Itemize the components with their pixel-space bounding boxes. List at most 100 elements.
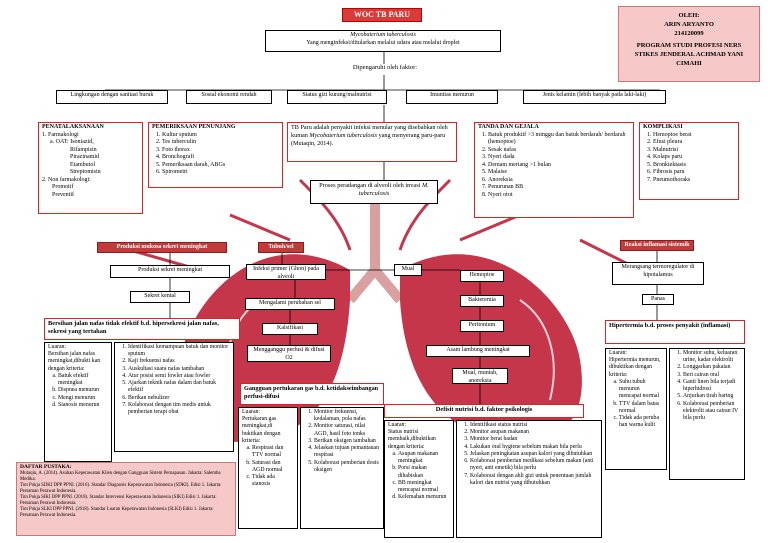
tanda-title: TANDA DAN GEJALA bbox=[478, 124, 539, 130]
dx4-interv-3: Beri cairan oral bbox=[683, 372, 741, 379]
komplikasi-item-4: Kolaps paru bbox=[653, 154, 735, 162]
non-item-2: Preventif bbox=[52, 191, 74, 198]
dx1-interv-1: Identifikasi kemampuan batuk dan monitor… bbox=[128, 344, 230, 358]
dx1-luaran-item-3: Mengi menurun bbox=[58, 395, 108, 402]
dx1-luaran-item-1: Batuk efektif meningkat bbox=[58, 373, 108, 387]
info-oleh: OLEH: bbox=[678, 12, 700, 19]
dx3-interv-7: Kolaborasi dengan ahli gizi untuk penent… bbox=[470, 473, 598, 487]
tanda-item-2: Sesak nafas bbox=[488, 147, 630, 155]
dx4-interv-4: Ganti linen bila terjadi hiperhidrosi bbox=[683, 379, 741, 393]
factor-4: Imunitas menurun bbox=[406, 90, 498, 104]
factor-1: Lingkungan dengan sanitasi buruk bbox=[56, 90, 168, 104]
oat-item-5: Streptomisin bbox=[70, 169, 101, 175]
dx3-luaran-item-4: Kelemahan menurun bbox=[398, 494, 450, 501]
flow-mid-2: Hemoptoe bbox=[460, 270, 504, 282]
dx2-luaran-item-3: Tidak ada sianosis bbox=[252, 474, 294, 488]
info-name: ARIN ARYANTO bbox=[664, 21, 714, 29]
oat-item-2: Rifampisin bbox=[70, 146, 97, 153]
info-program: PROGRAM STUDI PROFESI NERS bbox=[636, 42, 742, 50]
dx4-luaran-title: Luaran: bbox=[609, 350, 628, 356]
komplikasi-item-1: Hemoptoe berat bbox=[653, 132, 735, 140]
dx2-title: Gangguan pertukaran gas b.d. ketidakseim… bbox=[240, 383, 384, 405]
pemeriksaan-title: PEMERIKSAAN PENUNJANG bbox=[152, 124, 236, 130]
komplikasi-item-5: Bronkiektasis bbox=[653, 162, 735, 170]
process-box: Proses peradangan di alveoli oleh invasi… bbox=[310, 180, 438, 204]
info-city: CIMAHI bbox=[676, 60, 702, 68]
dx1-interv-7: Kolaborasi dengan tim medis untuk pember… bbox=[128, 402, 230, 416]
tanda-gejala-box: TANDA DAN GEJALA Batuk produktif >3 ming… bbox=[474, 122, 634, 218]
komplikasi-item-6: Fibrosis paru bbox=[653, 169, 735, 177]
dx3-luaran-box: Luaran: Status nutrisi membaik,dibuktika… bbox=[384, 420, 454, 538]
dx2-luaran-item-1: Respirasi dan TTV normal bbox=[252, 445, 294, 459]
komplikasi-item-7: Pneumothoraks bbox=[653, 177, 735, 185]
dx4-intervensi-box: Monitor suhu, keluaran urine, kadar elek… bbox=[669, 348, 745, 480]
dx2-luaran-item-2: Saturasi dan AGD normal bbox=[252, 460, 294, 474]
factor-5: Jenis kelamin (lebih banyak pada laki-la… bbox=[523, 90, 666, 104]
komplikasi-item-2: Efusi pleura bbox=[653, 139, 735, 147]
dx4-title: Hipertermia b.d. proses penyakit (inflam… bbox=[605, 320, 745, 344]
factor-2: Sosial ekonomi rendah bbox=[186, 90, 272, 104]
info-nim: 214120099 bbox=[674, 30, 704, 38]
oat-label: OAT: bbox=[55, 139, 69, 145]
definition-box: TB Paru adalah penyakit infeksi menular … bbox=[287, 122, 457, 162]
tanda-item-5: Malaise bbox=[488, 169, 630, 177]
dx1-interv-6: Berikan nebulizer bbox=[128, 395, 230, 402]
pemeriksaan-item-2: Tes tuberculin bbox=[162, 139, 279, 147]
flow-mid-5: Asam lambung meningkat bbox=[426, 345, 530, 357]
dx2-luaran: Pertukaran gas meningkat,di buktikan den… bbox=[242, 416, 281, 444]
oat-item-3: Pirazinamid bbox=[70, 154, 99, 160]
page-title: WOC TB PARU bbox=[342, 8, 422, 22]
farm-label: Farmakologi bbox=[48, 131, 79, 138]
tanda-item-7: Penurunan BB bbox=[488, 184, 630, 192]
flow-left-2: Sekret kental bbox=[130, 291, 190, 303]
tanda-item-1: Batuk produktif >3 minggu dan batuk berd… bbox=[488, 132, 630, 147]
definition-organism: Mycobaterium tuberculosis bbox=[309, 131, 378, 139]
non-farm-label: Non farmakologi: bbox=[48, 176, 91, 183]
dx4-interv-6: Kolaborasi pemberian elektrolit atau cai… bbox=[683, 401, 741, 423]
dx3-interv-2: Monitor asupan makanan bbox=[470, 429, 598, 436]
dx3-interv-6: Kolaborasi pemberian medikasi sebelum ma… bbox=[470, 458, 598, 472]
pustaka-ref-1: Mutaqin, A. (2014). Asuhan Keperawatan K… bbox=[20, 470, 221, 482]
komplikasi-title: KOMPLIKASI bbox=[643, 124, 683, 130]
pustaka-ref-4: Tim Pokja SLKI DPP PPNI. (2018). Standar… bbox=[20, 506, 214, 518]
pustaka-title: DAFTAR PUSTAKA: bbox=[20, 464, 72, 470]
dx2-intervensi-box: Monitor frekuensi, kedalaman, pola nafas… bbox=[300, 407, 384, 529]
flow-center-4: Mengganggu perfusi & difusi O2 bbox=[247, 345, 331, 362]
flow-center-1: Infeksi primer (Ghon) pada alveoli bbox=[246, 264, 326, 280]
dx1-interv-2: Kaji frekuensi nafas bbox=[128, 358, 230, 365]
dx1-intervensi-box: Identifikasi kemampuan batuk dan monitor… bbox=[114, 342, 234, 452]
dx3-intervensi-box: Identifikasi status nutrisi Monitor asup… bbox=[456, 420, 602, 538]
cause-organism: Mycobaterium tuberculosis bbox=[350, 32, 416, 38]
cause-box: Mycobaterium tuberculosis Yang menginfek… bbox=[265, 30, 501, 52]
tanda-item-6: Anoreksia bbox=[488, 177, 630, 185]
komplikasi-box: KOMPLIKASI Hemoptoe berat Efusi pleura M… bbox=[639, 122, 739, 200]
pustaka-panel: DAFTAR PUSTAKA: Mutaqin, A. (2014). Asuh… bbox=[16, 462, 236, 536]
pemeriksaan-item-6: Spirometri bbox=[162, 169, 279, 177]
flow-right-2: Panas bbox=[642, 294, 674, 305]
pemeriksaan-item-3: Foto thorax bbox=[162, 147, 279, 155]
dx1-interv-5: Ajarkan teknik nafas dalam dan batuk efe… bbox=[128, 380, 230, 394]
dx4-luaran-item-3: Tidak ada peruba han warna kulit bbox=[619, 415, 663, 429]
dx4-luaran-item-2: TTV dalam batas normal bbox=[619, 401, 663, 415]
flow-right-1: Merangsang termoregulator di hipotalamus bbox=[612, 262, 704, 285]
dx1-interv-3: Auskultasi suara nafas tambahan bbox=[128, 366, 230, 373]
tanda-item-3: Nyeri dada bbox=[488, 154, 630, 162]
flow-mid-3: Bakteremia bbox=[460, 295, 504, 307]
process-organism: M. tuberculosis bbox=[358, 182, 429, 197]
dx3-luaran-item-1: Asupan makanan meningkat bbox=[398, 451, 450, 465]
dx2-interv-2: Monitor saturasi, nilai AGD, hasil foto … bbox=[314, 423, 380, 437]
pustaka-ref-2: Tim Pokja SDKI DPP PPNI. (2016). Standar… bbox=[20, 482, 222, 494]
definition-text-1: TB Paru adalah penyakit infeksi menular … bbox=[291, 124, 448, 139]
pemeriksaan-item-4: Bronchografi bbox=[162, 154, 279, 162]
dx1-luaran-item-2: Dispnea menurun bbox=[58, 387, 108, 394]
penatalaksanaan-box: PENATALAKSANAAN 1. Farmakologi a. OAT: I… bbox=[38, 122, 143, 214]
dx4-luaran-box: Luaran: Hipertermia menurun, dibuktikan … bbox=[605, 348, 667, 470]
penatalaksanaan-title: PENATALAKSANAAN bbox=[42, 124, 104, 130]
dx3-luaran-item-2: Porsi makan dihabiskan bbox=[398, 465, 450, 479]
flow-center-3: Kalsifikasi bbox=[262, 323, 318, 335]
dx2-interv-4: Jelaskan tujuan pemantauan respirasi bbox=[314, 445, 380, 459]
info-school: STIKES JENDERAL ACHMAD YANI bbox=[634, 51, 744, 59]
cause-desc: Yang menginfeksi/ditularkan melalui udar… bbox=[306, 39, 460, 46]
dx3-interv-3: Monitor berat badan bbox=[470, 436, 598, 443]
dx2-interv-1: Monitor frekuensi, kedalaman, pola nafas bbox=[314, 409, 380, 423]
